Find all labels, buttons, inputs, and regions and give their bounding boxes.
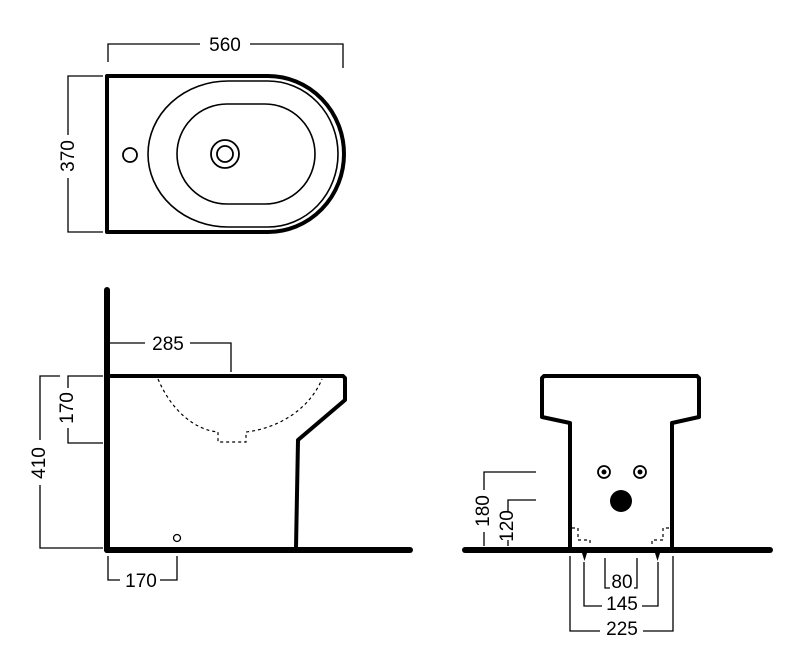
fixing-145-dimension-line	[583, 562, 602, 607]
supply-height-dimension-line	[483, 471, 536, 490]
fixing-bracket-left	[572, 527, 591, 546]
total-height-dimension-line	[39, 375, 60, 440]
fixing-80-dimension-line	[604, 558, 610, 589]
supply-height-dimension-label: 180	[473, 495, 494, 527]
waste-height-dimension-label: 120	[497, 510, 518, 542]
fixing-bracket-right	[651, 527, 669, 546]
fixing-145-dimension-line-right	[642, 562, 659, 607]
fixing-145-dimension-label: 145	[606, 594, 638, 615]
front-view: 180 120 80 145 225	[462, 374, 773, 640]
top-view-basin	[176, 103, 316, 205]
floor-fixing-dimension-line	[107, 556, 120, 581]
depth-dimension-label: 370	[58, 140, 79, 172]
depth-dimension-line	[67, 75, 103, 135]
bowl-height-dimension-line	[67, 375, 103, 388]
waste-height-dimension-line	[507, 499, 536, 512]
side-view: 285 170 410 170	[29, 287, 413, 592]
fixing-80-dimension-label: 80	[611, 572, 632, 593]
side-body-outline	[107, 374, 347, 549]
drain-outer-ring	[210, 139, 240, 169]
top-view: 560 370	[58, 35, 346, 234]
supply-hole-right-inner	[637, 469, 643, 475]
top-view-outline	[105, 74, 346, 234]
supply-hole-right-outer	[633, 465, 647, 479]
bowl-depth-dimension-line-right	[190, 342, 232, 372]
waste-outlet	[610, 490, 632, 512]
base-width-dimension-line-right	[643, 556, 674, 632]
supply-hole-left-outer	[597, 465, 611, 479]
floor-fixing-dimension-label: 170	[125, 571, 157, 592]
side-basin-dashed	[157, 378, 323, 443]
bowl-depth-dimension-label: 285	[152, 334, 184, 355]
supply-hole-left-inner	[601, 469, 607, 475]
tap-hole	[122, 147, 138, 163]
base-width-dimension-line	[569, 556, 600, 632]
fixing-marker-left	[582, 553, 587, 561]
top-view-bowl-rim	[147, 80, 339, 228]
base-width-dimension-label: 225	[606, 619, 638, 640]
bowl-height-dimension-label: 170	[57, 392, 78, 424]
fixing-80-dimension-line-right	[634, 558, 638, 589]
total-height-dimension-line-bottom	[39, 485, 103, 549]
depth-dimension-line-bottom	[67, 178, 103, 233]
fixing-marker-right	[655, 553, 660, 561]
width-dimension-label: 560	[209, 35, 241, 56]
front-body-outline	[540, 374, 701, 548]
drain-inner-ring	[216, 145, 234, 163]
floor-fixing-dimension-line-right	[160, 556, 178, 581]
width-dimension-line-right	[250, 43, 344, 68]
total-height-dimension-label: 410	[29, 447, 50, 479]
floor-fixing-hole	[172, 533, 182, 543]
width-dimension-line	[107, 43, 200, 62]
bowl-height-dimension-line-bottom	[67, 428, 103, 444]
